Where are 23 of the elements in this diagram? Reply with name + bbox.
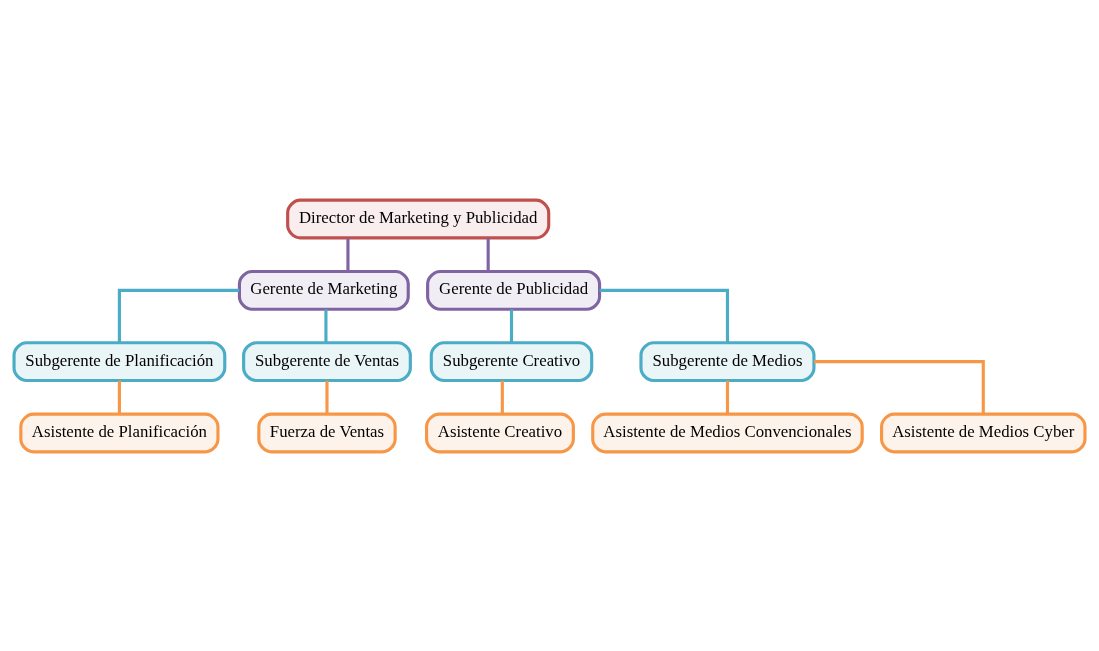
node-box: Subgerente de Ventas — [242, 340, 412, 382]
connector — [325, 380, 329, 414]
node-box: Asistente de Medios Convencionales — [591, 412, 864, 453]
node-box: Subgerente de Planificación — [12, 340, 227, 382]
connector — [725, 380, 730, 414]
connector — [814, 359, 985, 414]
connector — [509, 308, 514, 342]
node-box: Asistente de Medios Cyber — [880, 412, 1087, 453]
node-box: Subgerente Creativo — [429, 340, 594, 382]
connector — [346, 237, 350, 271]
node-box: Asistente de Planificación — [19, 412, 220, 453]
connector — [117, 380, 121, 414]
connector — [324, 308, 328, 342]
connector — [500, 380, 504, 414]
connector — [117, 288, 240, 343]
node-box: Fuerza de Ventas — [257, 412, 397, 453]
node-box: Director de Marketing y Publicidad — [286, 198, 551, 239]
node-box: Gerente de Publicidad — [426, 269, 602, 311]
connector — [486, 237, 490, 271]
node-box: Subgerente de Medios — [639, 340, 816, 382]
node-box: Asistente Creativo — [425, 412, 575, 453]
connector — [599, 288, 730, 343]
node-box: Gerente de Marketing — [237, 269, 410, 311]
